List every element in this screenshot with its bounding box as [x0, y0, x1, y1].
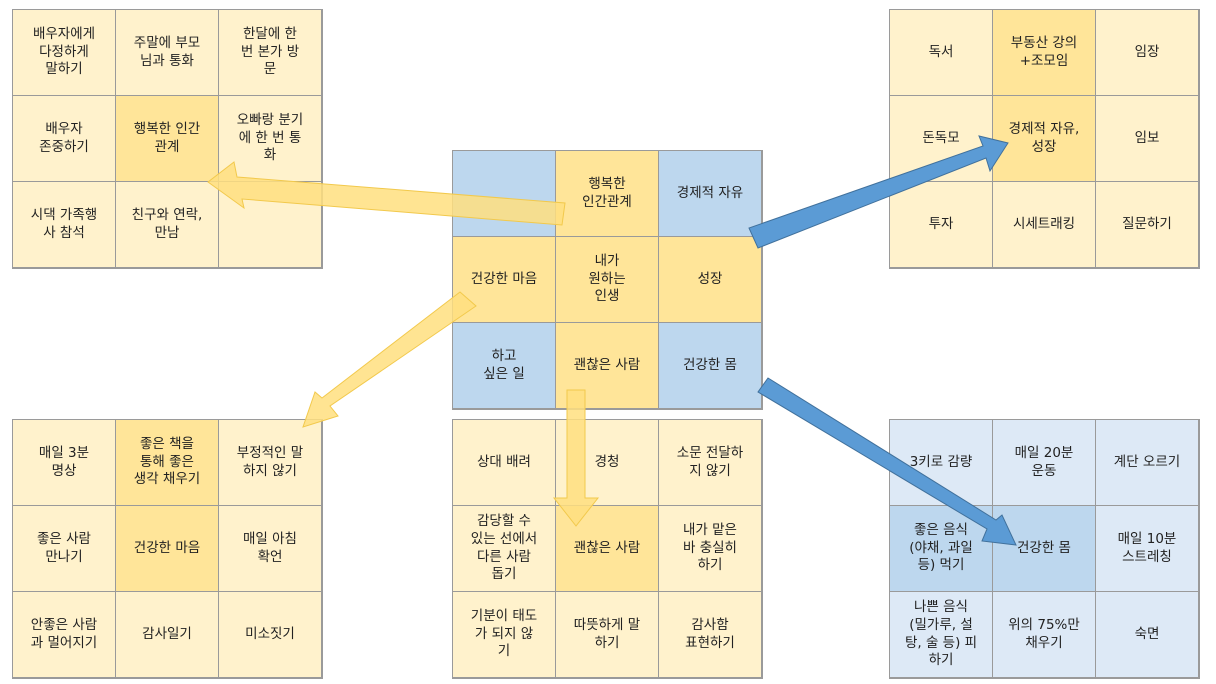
arrow-to-healthy-mind — [302, 291, 477, 428]
top-right-cell: 시세트래킹 — [992, 181, 1096, 268]
bottom-left-cell: 안좋은 사람 과 멀어지기 — [12, 591, 116, 678]
top-left-cell: 시댁 가족행 사 참석 — [12, 181, 116, 268]
top-left-cell: 주말에 부모 님과 통화 — [115, 9, 219, 96]
center-cell: 내가 원하는 인생 — [555, 236, 659, 323]
bottom-left-cell: 부정적인 말 하지 않기 — [218, 419, 322, 506]
center-cell: 건강한 몸 — [658, 322, 762, 409]
bottom-center-cell: 기분이 태도 가 되지 않 기 — [452, 591, 556, 678]
top-right-cell: 임장 — [1095, 9, 1199, 96]
top-left-cell: 행복한 인간 관계 — [115, 95, 219, 182]
bottom-left-cell: 좋은 책을 통해 좋은 생각 채우기 — [115, 419, 219, 506]
top-right-cell: 돈독모 — [889, 95, 993, 182]
bottom-right-cell: 숙면 — [1095, 591, 1199, 678]
bottom-left-cell: 미소짓기 — [218, 591, 322, 678]
bottom-right-cell: 매일 20분 운동 — [992, 419, 1096, 506]
top-right-cell: 임보 — [1095, 95, 1199, 182]
bottom-center-cell: 감사함 표현하기 — [658, 591, 762, 678]
center-cell: 건강한 마음 — [452, 236, 556, 323]
bottom-right-cell: 매일 10분 스트레칭 — [1095, 505, 1199, 592]
bottom-left-cell: 감사일기 — [115, 591, 219, 678]
top-right-cell: 투자 — [889, 181, 993, 268]
top-right-cell: 질문하기 — [1095, 181, 1199, 268]
bottom-center-cell: 내가 맡은 바 충실히 하기 — [658, 505, 762, 592]
center-cell: 성장 — [658, 236, 762, 323]
top-left-cell: 오빠랑 분기 에 한 번 통 화 — [218, 95, 322, 182]
bottom-right-cell: 3키로 감량 — [889, 419, 993, 506]
center-cell: 괜찮은 사람 — [555, 322, 659, 409]
bottom-right-cell: 계단 오르기 — [1095, 419, 1199, 506]
bottom-center-cell: 따뜻하게 말 하기 — [555, 591, 659, 678]
bottom-center-cell: 경청 — [555, 419, 659, 506]
top-left-cell — [218, 181, 322, 268]
top-left-cell: 배우자에게 다정하게 말하기 — [12, 9, 116, 96]
center-cell: 경제적 자유 — [658, 150, 762, 237]
top-left-cell: 배우자 존중하기 — [12, 95, 116, 182]
center-cell: 행복한 인간관계 — [555, 150, 659, 237]
bottom-right-cell: 나쁜 음식 (밀가루, 설 탕, 술 등) 피 하기 — [889, 591, 993, 678]
center-cell — [452, 150, 556, 237]
top-left-cell: 한달에 한 번 본가 방 문 — [218, 9, 322, 96]
bottom-center-cell: 괜찮은 사람 — [555, 505, 659, 592]
bottom-left-cell: 건강한 마음 — [115, 505, 219, 592]
top-right-cell: 독서 — [889, 9, 993, 96]
bottom-left-cell: 매일 3분 명상 — [12, 419, 116, 506]
bottom-right-cell: 위의 75%만 채우기 — [992, 591, 1096, 678]
top-right-cell: 부동산 강의 +조모임 — [992, 9, 1096, 96]
bottom-center-cell: 소문 전달하 지 않기 — [658, 419, 762, 506]
top-left-cell: 친구와 연락, 만남 — [115, 181, 219, 268]
bottom-left-cell: 매일 아침 확언 — [218, 505, 322, 592]
bottom-right-cell: 건강한 몸 — [992, 505, 1096, 592]
bottom-left-cell: 좋은 사람 만나기 — [12, 505, 116, 592]
bottom-center-cell: 감당할 수 있는 선에서 다른 사람 돕기 — [452, 505, 556, 592]
bottom-center-cell: 상대 배려 — [452, 419, 556, 506]
top-right-cell: 경제적 자유, 성장 — [992, 95, 1096, 182]
center-cell: 하고 싶은 일 — [452, 322, 556, 409]
bottom-right-cell: 좋은 음식 (야채, 과일 등) 먹기 — [889, 505, 993, 592]
